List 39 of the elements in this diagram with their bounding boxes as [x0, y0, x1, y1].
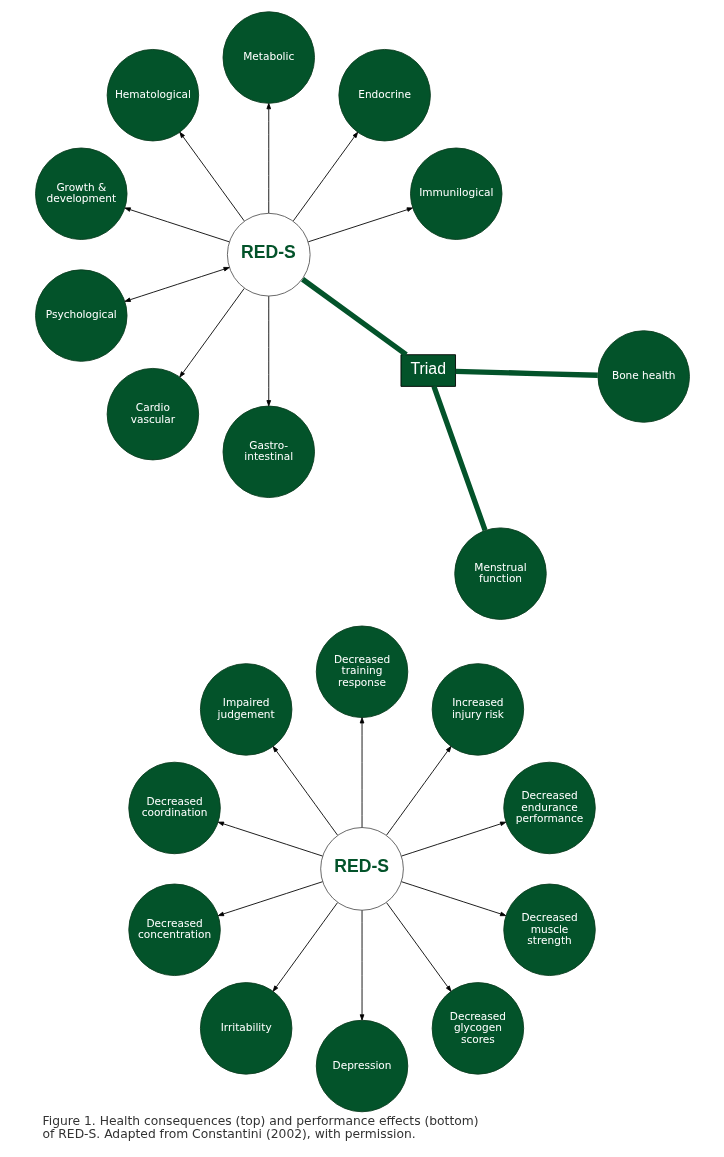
- arrow: [272, 746, 338, 836]
- node-circle: Immunilogical: [409, 147, 502, 240]
- node-box: Triad: [400, 354, 456, 387]
- arrow: [359, 910, 364, 1021]
- arrow: [124, 266, 230, 302]
- arrow: [178, 131, 245, 222]
- node-circle: Psychological: [34, 269, 127, 362]
- connector: [454, 368, 598, 378]
- arrow: [178, 288, 245, 378]
- node-circle: Decreased endurance performance: [502, 761, 596, 855]
- arrow: [385, 746, 451, 836]
- node-circle: Menstrual function: [453, 527, 547, 620]
- arrow: [265, 103, 271, 214]
- arrow: [400, 821, 506, 857]
- node-circle: Cardio vascular: [106, 367, 199, 461]
- node-circle: Bone health: [597, 330, 690, 423]
- node-circle: Depression: [315, 1019, 408, 1113]
- node-circle: Decreased muscle strength: [502, 883, 596, 976]
- arrow: [307, 207, 413, 243]
- arrow: [217, 881, 323, 917]
- node-circle: RED-S: [319, 827, 404, 911]
- node-circle: Decreased coordination: [127, 761, 221, 855]
- connector: [430, 385, 488, 532]
- node-circle: Decreased concentration: [127, 883, 221, 976]
- node-circle: Gastro- intestinal: [222, 405, 315, 498]
- arrow: [124, 207, 230, 243]
- arrow: [272, 902, 338, 992]
- caption: Figure 1. Health consequences (top) and performance effects (bottom) of RED-S. Adapted from Constantini (2002), with permission.: [42, 1114, 479, 1142]
- arrow: [359, 717, 364, 828]
- node-circle: Metabolic: [222, 11, 315, 104]
- arrow: [400, 881, 506, 917]
- connector: [300, 277, 408, 357]
- arrow: [265, 295, 271, 407]
- node-circle: Growth & development: [34, 147, 127, 240]
- arrow: [292, 131, 358, 222]
- arrow: [385, 902, 451, 992]
- node-circle: Decreased training response: [315, 625, 408, 718]
- node-circle: RED-S: [226, 212, 311, 297]
- arrow: [217, 821, 323, 857]
